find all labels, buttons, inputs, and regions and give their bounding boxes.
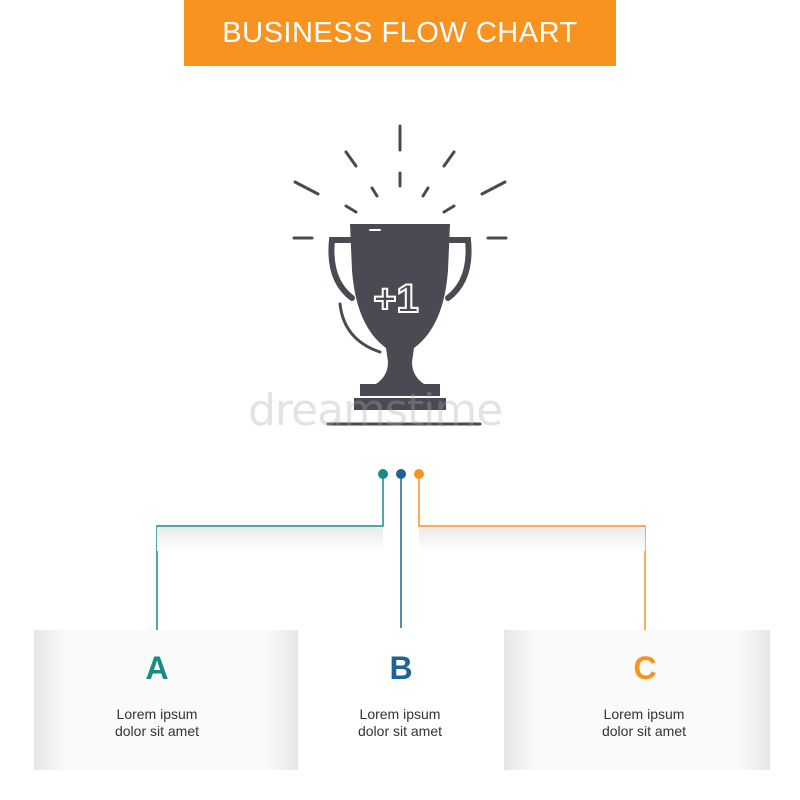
card-a xyxy=(34,630,298,770)
trophy-label: +1 xyxy=(373,277,419,321)
shelf-shade-left xyxy=(157,527,383,551)
card-c xyxy=(504,630,770,770)
trophy-plus-one-icon xyxy=(292,124,508,426)
card-b xyxy=(298,630,504,770)
connectors xyxy=(156,469,646,636)
step-c-text: Lorem ipsum dolor sit amet xyxy=(601,706,687,739)
step-b-letter: B xyxy=(389,650,413,686)
chart-title: BUSINESS FLOW CHART xyxy=(222,16,578,49)
connector-c xyxy=(418,474,646,636)
connector-a xyxy=(156,474,384,636)
connector-dot-a xyxy=(378,469,388,479)
connector-dot-b xyxy=(396,469,406,479)
step-b-text: Lorem ipsum dolor sit amet xyxy=(357,706,443,739)
connector-dot-c xyxy=(414,469,424,479)
step-a-letter: A xyxy=(145,650,169,686)
chart-title-banner: BUSINESS FLOW CHART xyxy=(184,0,616,66)
step-a-text: Lorem ipsum dolor sit amet xyxy=(114,706,200,739)
watermark: dreamstime xyxy=(248,385,503,436)
step-c-letter: C xyxy=(633,650,657,686)
shelf-shade-right xyxy=(419,527,645,551)
sparkle-rays-icon xyxy=(292,124,508,240)
